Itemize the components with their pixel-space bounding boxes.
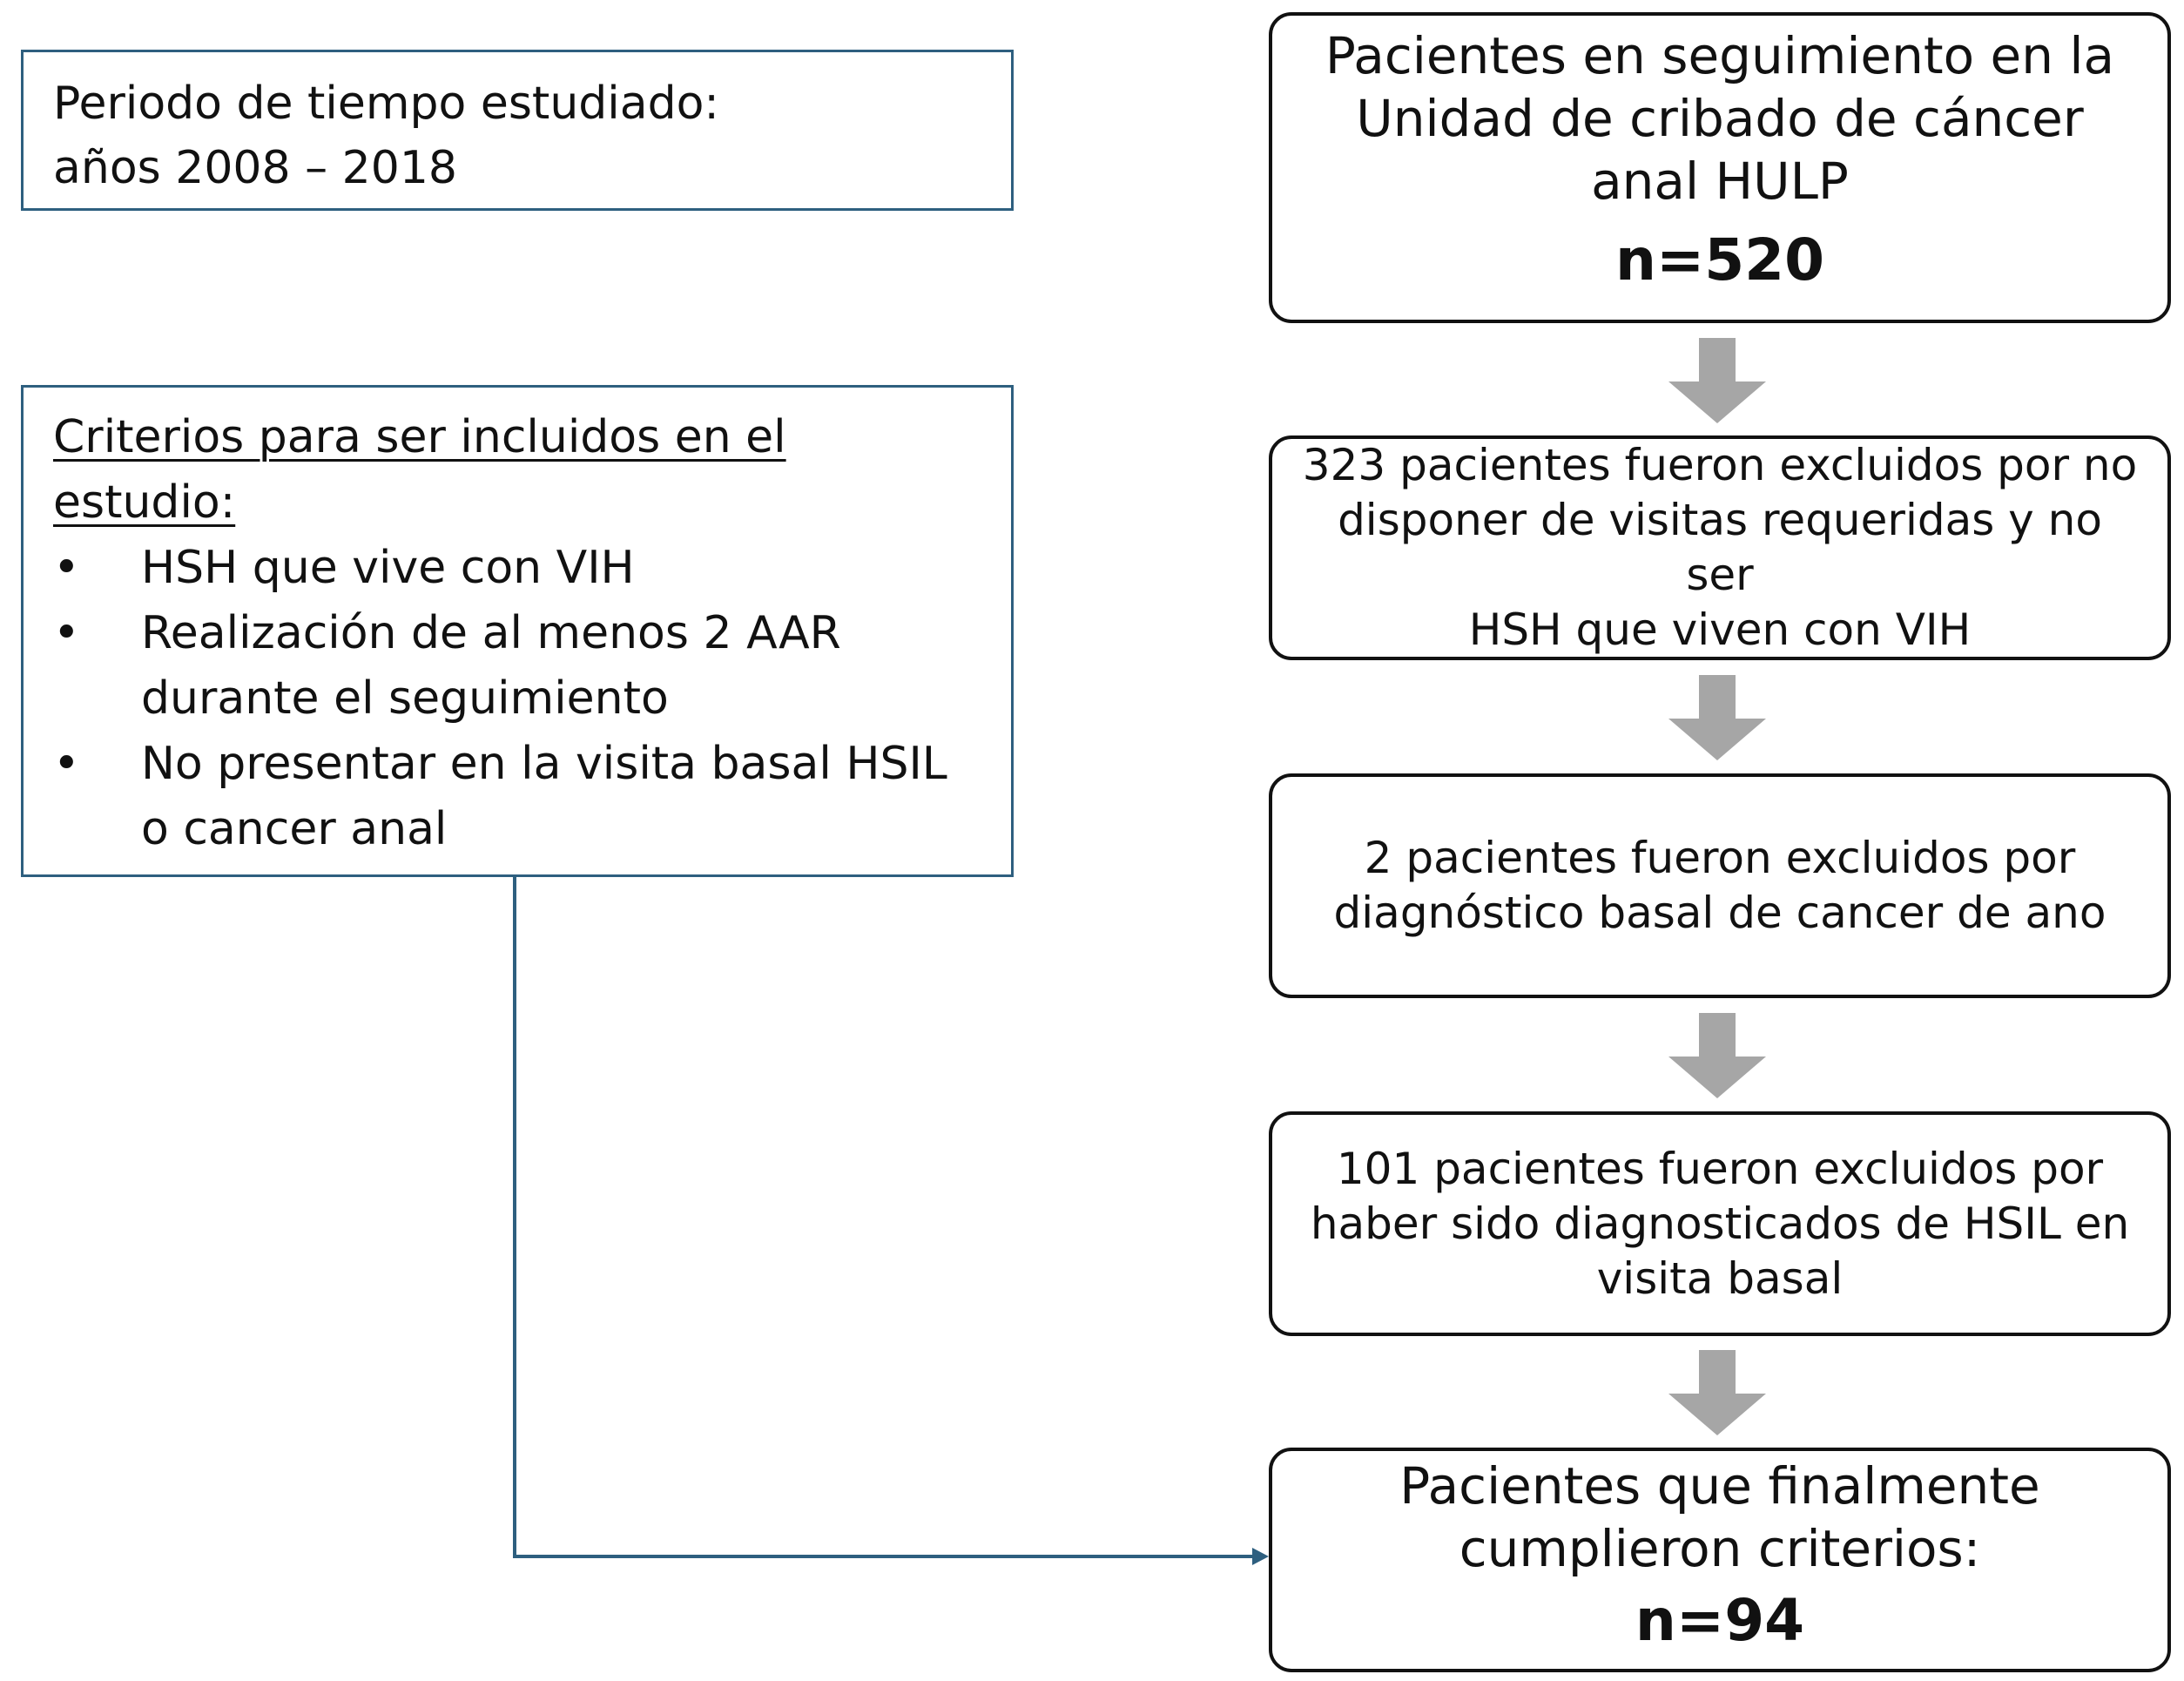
study-period-box: Periodo de tiempo estudiado: años 2008 –…	[21, 50, 1014, 211]
criteria-item: • No presentar en la visita basal HSIL o…	[53, 732, 981, 862]
exclusion-line: 323 pacientes fueron excluidos por no	[1302, 440, 2138, 490]
final-population-line: cumplieron criterios:	[1459, 1519, 1981, 1578]
exclusion-text: 101 pacientes fueron excluidos por haber…	[1284, 1142, 2155, 1306]
criteria-item: • Realización de al menos 2 AAR durante …	[53, 601, 981, 732]
bullet-icon: •	[53, 738, 80, 790]
exclusion-line: disponer de visitas requeridas y no ser	[1338, 495, 2102, 600]
study-period-label: Periodo de tiempo estudiado:	[53, 78, 719, 130]
connector-arrowhead-icon	[1252, 1548, 1269, 1565]
down-arrow-icon	[1668, 1013, 1766, 1098]
final-population-count: n=94	[1635, 1587, 1805, 1654]
exclusion-line: haber sido diagnosticados de HSIL en	[1310, 1198, 2130, 1249]
initial-population-line: Unidad de cribado de cáncer	[1356, 89, 2084, 148]
exclusion-box-anal-cancer: 2 pacientes fueron excluidos por diagnós…	[1269, 773, 2171, 998]
down-arrow-icon	[1668, 675, 1766, 760]
exclusion-line: 101 pacientes fueron excluidos por	[1336, 1143, 2104, 1194]
criteria-list: • HSH que vive con VIH • Realización de …	[53, 536, 981, 862]
initial-population-box: Pacientes en seguimiento en la Unidad de…	[1269, 12, 2171, 323]
down-arrow-shape	[1668, 1013, 1766, 1098]
criteria-heading-line1: Criterios para ser incluidos en el	[53, 411, 786, 463]
exclusion-box-no-visits: 323 pacientes fueron excluidos por no di…	[1269, 435, 2171, 660]
bullet-icon: •	[53, 542, 80, 594]
exclusion-line: HSH que viven con VIH	[1468, 604, 1972, 655]
exclusion-text: 2 pacientes fueron excluidos por diagnós…	[1308, 831, 2133, 941]
down-arrow-shape	[1668, 675, 1766, 760]
criteria-item-text-cont: o cancer anal	[141, 803, 448, 855]
bullet-icon: •	[53, 607, 80, 659]
down-arrow-icon	[1668, 338, 1766, 423]
initial-population-count: n=520	[1614, 226, 1825, 294]
criteria-item-text: HSH que vive con VIH	[141, 542, 635, 594]
connector-line	[513, 877, 1254, 1558]
initial-population-line: Pacientes en seguimiento en la	[1325, 26, 2115, 85]
final-population-text: Pacientes que finalmente cumplieron crit…	[1399, 1455, 2039, 1580]
criteria-item-text: No presentar en la visita basal HSIL	[141, 738, 947, 790]
exclusion-line: diagnóstico basal de cancer de ano	[1333, 888, 2106, 938]
exclusion-box-hsil: 101 pacientes fueron excluidos por haber…	[1269, 1111, 2171, 1336]
down-arrow-shape	[1668, 1350, 1766, 1435]
exclusion-line: visita basal	[1596, 1252, 1844, 1304]
final-population-line: Pacientes que finalmente	[1399, 1456, 2040, 1516]
criteria-item-text: Realización de al menos 2 AAR	[141, 607, 841, 659]
down-arrow-icon	[1668, 1350, 1766, 1435]
final-population-box: Pacientes que finalmente cumplieron crit…	[1269, 1448, 2171, 1672]
criteria-item-text-cont: durante el seguimiento	[141, 672, 669, 725]
criteria-heading-line2: estudio:	[53, 476, 236, 529]
study-period-years: años 2008 – 2018	[53, 142, 457, 194]
criteria-item: • HSH que vive con VIH	[53, 536, 981, 601]
down-arrow-shape	[1668, 338, 1766, 423]
initial-population-line: anal HULP	[1591, 152, 1849, 211]
exclusion-text: 323 pacientes fueron excluidos por no di…	[1272, 438, 2167, 658]
exclusion-line: 2 pacientes fueron excluidos por	[1364, 833, 2076, 883]
initial-population-text: Pacientes en seguimiento en la Unidad de…	[1325, 24, 2114, 213]
inclusion-criteria-box: Criterios para ser incluidos en el estud…	[21, 385, 1014, 877]
